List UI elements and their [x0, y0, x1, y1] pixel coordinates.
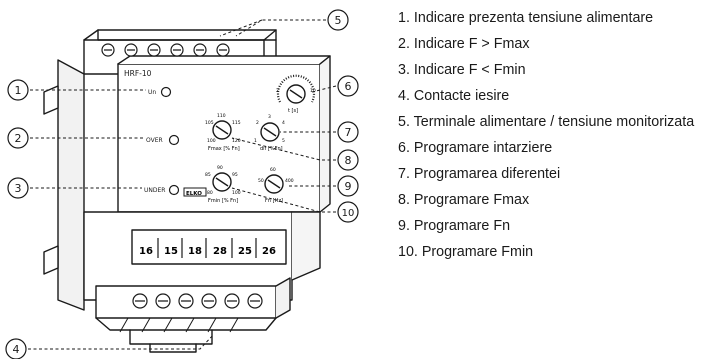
callout-2-circle	[7, 127, 29, 149]
leader-5	[219, 19, 326, 37]
fn-scale-50: 50	[258, 178, 264, 184]
callout-5: 5	[335, 14, 342, 27]
fmin-knob[interactable]	[212, 172, 232, 192]
callout-4-circle	[5, 338, 27, 359]
fn-scale-60: 60	[270, 167, 276, 173]
led-over-indicator	[168, 134, 180, 146]
fmax-knob-label: Fmax [% Fn]	[208, 146, 240, 152]
legend-item-8: 8. Programare Fmax	[398, 192, 530, 208]
fmin-scale-100: 100	[232, 190, 241, 196]
legend-item-1: 1. Indicare prezenta tensiune alimentare	[398, 10, 654, 26]
led-un-indicator	[160, 86, 172, 98]
legend-item-7: 7. Programarea diferentei	[398, 166, 561, 182]
bottom-screws	[132, 293, 263, 309]
diff-knob-label: dif [%Fn]	[260, 146, 283, 152]
fmin-scale-95: 95	[232, 172, 238, 178]
leader-6	[311, 85, 337, 93]
led-label-un: Un	[148, 89, 156, 96]
diff-scale-5: 5	[282, 138, 285, 144]
callout-9: 9	[345, 180, 352, 193]
fmax-scale-120: 120	[232, 138, 241, 144]
brand-logo-text: ELKO	[186, 191, 202, 197]
callout-2: 2	[15, 132, 22, 145]
fmin-scale-85: 85	[205, 172, 211, 178]
fmax-scale-100: 100	[207, 138, 216, 144]
leader-4	[28, 333, 215, 350]
led-label-over: OVER	[146, 137, 163, 144]
terminal-18: 18	[188, 246, 202, 257]
delay-knob[interactable]	[276, 74, 316, 104]
callout-7: 7	[345, 126, 352, 139]
callout-10: 10	[342, 208, 355, 219]
diff-scale-4: 4	[282, 120, 285, 126]
device-diagram: HRF-10 Un OVER UNDER 2 10 t [s] 1 2 3 4 …	[5, 9, 359, 359]
callout-6-circle	[337, 75, 359, 97]
terminal-28: 28	[213, 246, 227, 257]
diff-knob[interactable]	[260, 122, 280, 142]
model-label: HRF-10	[124, 69, 152, 78]
din-clip-bottom	[43, 245, 59, 275]
callout-10-circle	[337, 201, 359, 223]
callout-4: 4	[13, 343, 20, 356]
top-screws	[101, 43, 230, 57]
diff-scale-1: 1	[254, 138, 257, 144]
legend-item-4: 4. Contacte iesire	[398, 88, 510, 104]
callout-3: 3	[15, 182, 22, 195]
terminal-15: 15	[164, 246, 178, 257]
legend-item-6: 6. Programare intarziere	[398, 140, 553, 156]
legend-item-10: 10. Programare Fmin	[398, 244, 534, 260]
legend-item-9: 9. Programare Fn	[398, 218, 511, 234]
fmin-scale-80: 80	[207, 190, 213, 196]
terminal-25: 25	[238, 246, 252, 257]
callout-1-circle	[7, 79, 29, 101]
fmin-knob-label: Fmin [% Fn]	[208, 198, 238, 204]
brand-logo	[183, 187, 207, 197]
callout-8-circle	[337, 149, 359, 171]
legend-item-3: 3. Indicare F < Fmin	[398, 62, 526, 78]
delay-scale-max: 10	[310, 88, 316, 94]
callout-1: 1	[15, 84, 22, 97]
fn-knob-label: Fn [Hz]	[265, 198, 283, 204]
delay-scale-min: 2	[276, 88, 279, 94]
legend-item-2: 2. Indicare F > Fmax	[398, 36, 530, 52]
housing-back	[57, 59, 85, 311]
callout-7-circle	[337, 121, 359, 143]
led-under-indicator	[168, 184, 180, 196]
callout-3-circle	[7, 177, 29, 199]
led-label-under: UNDER	[144, 187, 165, 194]
fmax-knob[interactable]	[212, 120, 232, 140]
terminal-16: 16	[139, 246, 153, 257]
din-clip-top	[43, 85, 59, 115]
fn-scale-400: 400	[285, 178, 294, 184]
callout-8: 8	[345, 154, 352, 167]
fn-knob[interactable]	[264, 174, 284, 194]
callout-9-circle	[337, 175, 359, 197]
fmax-scale-110: 110	[217, 113, 226, 119]
terminal-26: 26	[262, 246, 276, 257]
legend-item-5: 5. Terminale alimentare / tensiune monit…	[398, 114, 695, 130]
diff-scale-2: 2	[256, 120, 259, 126]
diff-scale-3: 3	[268, 114, 271, 120]
fmin-scale-90: 90	[217, 165, 223, 171]
fmax-scale-115: 115	[232, 120, 241, 126]
fmax-scale-105: 105	[205, 120, 214, 126]
delay-knob-label: t [s]	[288, 108, 298, 114]
callout-6: 6	[345, 80, 352, 93]
callout-5-circle	[327, 9, 349, 31]
legend-list: 1. Indicare prezenta tensiune alimentare…	[398, 8, 724, 268]
